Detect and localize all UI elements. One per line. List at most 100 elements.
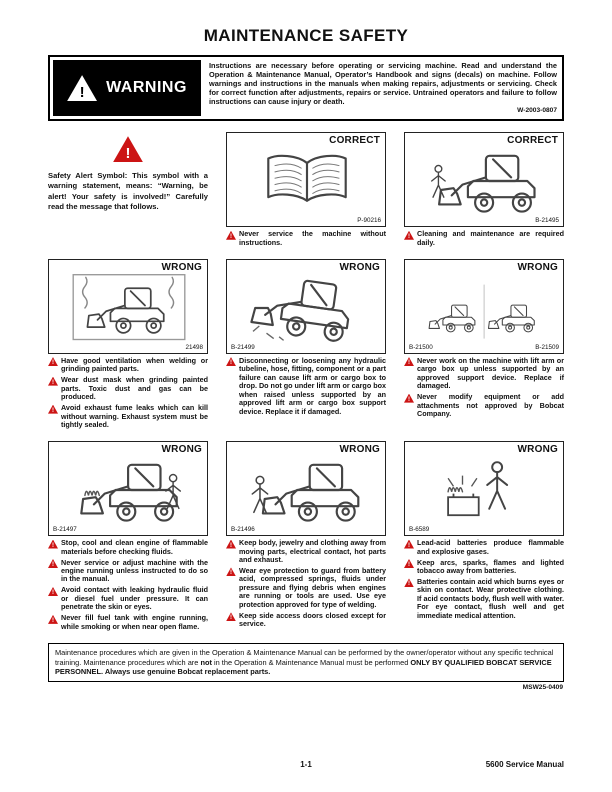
machine-welding-indoors-illustration: [72, 273, 186, 340]
caption-text: Keep arcs, sparks, flames and lighted to…: [417, 557, 564, 575]
panel-box: WRONG B-6589: [404, 441, 564, 537]
warning-triangle-icon: [226, 539, 236, 549]
caption-text: Lead-acid batteries produce flammable an…: [417, 538, 564, 556]
warning-triangle-icon: [404, 559, 414, 568]
panel-box: CORRECT B-21495: [404, 132, 564, 228]
row-1: Safety Alert Symbol: This symbol with a …: [48, 132, 564, 249]
panel-engine-flammable: WRONG B-21497 Stop, cool and clean engin…: [48, 441, 208, 634]
figure-code: P-90216: [356, 217, 382, 225]
warning-banner-text-block: Instructions are necessary before operat…: [207, 60, 559, 116]
safety-alert-text: Safety Alert Symbol: This symbol with a …: [48, 171, 208, 211]
panel-label: WRONG: [338, 261, 381, 273]
warning-triangle-icon: [404, 539, 414, 549]
caption-item: Wear eye protection to guard from batter…: [226, 565, 386, 609]
caption-item: Never modify equipment or add attachment…: [404, 392, 564, 419]
machine-with-cab-illustration: [430, 154, 536, 213]
panel-battery-safety: WRONG B-6589 Lead-acid batteries produce…: [404, 441, 564, 623]
caption-item: Keep arcs, sparks, flames and lighted to…: [404, 557, 564, 576]
panel-moving-parts: WRONG B-21496 Keep body, jewelry and clo…: [226, 441, 386, 631]
panel-label: CORRECT: [506, 135, 559, 147]
caption-text: Cleaning and maintenance are required da…: [417, 229, 564, 247]
panel-lift-arm-drop: WRONG B-21499 Disconnecting or loosening…: [226, 258, 386, 419]
warning-triangle-icon: [404, 393, 414, 403]
warning-triangle-icon: [48, 376, 58, 386]
maintenance-note-text: in the Operation & Maintenance Manual mu…: [211, 657, 411, 667]
panel-unsupported-lift-arm: WRONG B-21500 B-21509 Never work on the …: [404, 258, 564, 421]
maintenance-note-box: Maintenance procedures which are given i…: [48, 642, 564, 682]
caption-text: Keep side access doors closed except for…: [239, 610, 386, 629]
panel-ventilation-welding: WRONG 21498 Have good ventilation when w…: [48, 258, 208, 432]
panel-never-service-without-instructions: CORRECT P-90216 Never service the machin…: [226, 132, 386, 249]
open-book-illustration: [267, 154, 347, 203]
page-footer: 1-1 5600 Service Manual: [48, 760, 564, 774]
figure-code: B-21497: [52, 526, 78, 534]
figure-code: B-6589: [408, 526, 431, 534]
figure-code: B-21499: [230, 343, 256, 351]
person-near-machine-illustration: [251, 463, 360, 522]
warning-triangle-icon: [48, 586, 58, 596]
warning-banner: WARNING Instructions are necessary befor…: [48, 55, 564, 122]
maintenance-note-bold-not: not: [200, 657, 212, 667]
figure-code: B-21495: [534, 217, 560, 225]
warning-triangle-icon: [48, 404, 58, 414]
panel-label: WRONG: [516, 444, 559, 456]
panel-cleaning-maintenance-daily: CORRECT B-21495 Cleaning and maintenance…: [404, 132, 564, 249]
caption-item: Keep side access doors closed except for…: [226, 610, 386, 629]
panel-box: WRONG 21498: [48, 258, 208, 354]
caption-text: Never fill fuel tank with engine running…: [61, 613, 208, 631]
caption-text: Never modify equipment or add attachment…: [417, 392, 564, 419]
caption-text: Stop, cool and clean engine of flammable…: [61, 538, 208, 556]
caption-item: Disconnecting or loosening any hydraulic…: [226, 355, 386, 416]
machine-engine-fire-illustration: [80, 463, 182, 522]
figure-code: B-21496: [230, 526, 256, 534]
battery-explosion-illustration: [447, 461, 509, 517]
warning-triangle-icon: [226, 357, 236, 367]
caption-item: Cleaning and maintenance are required da…: [404, 229, 564, 247]
panel-label: CORRECT: [328, 135, 381, 147]
warning-triangle-icon: [404, 578, 414, 588]
caption-item: Avoid exhaust fume leaks which can kill …: [48, 403, 208, 429]
caption-text: Wear dust mask when grinding painted par…: [61, 375, 208, 402]
caption-item: Have good ventilation when welding or gr…: [48, 355, 208, 374]
warning-triangle-icon: [404, 230, 414, 240]
machine-lift-arm-dropping-illustration: [249, 272, 354, 344]
warning-triangle-icon: [48, 559, 58, 568]
panel-label: WRONG: [160, 444, 203, 456]
caption-text: Avoid contact with leaking hydraulic flu…: [61, 585, 208, 612]
panel-box: CORRECT P-90216: [226, 132, 386, 228]
caption-item: Wear dust mask when grinding painted par…: [48, 375, 208, 402]
row-3: WRONG B-21497 Stop, cool and clean engin…: [48, 441, 564, 634]
row-2: WRONG 21498 Have good ventilation when w…: [48, 258, 564, 432]
panel-label: WRONG: [338, 444, 381, 456]
caption-text: Keep body, jewelry and clothing away fro…: [239, 538, 386, 564]
figure-code: 21498: [184, 343, 204, 351]
caption-text: Never service the machine without instru…: [239, 229, 386, 247]
warning-banner-word: WARNING: [106, 79, 187, 97]
maintenance-note-code: MSW25-0409: [522, 683, 563, 691]
two-machines-illustration: [428, 284, 535, 339]
warning-triangle-icon: [226, 612, 236, 622]
caption-text: Never service or adjust machine with the…: [61, 557, 208, 584]
caption-item: Keep body, jewelry and clothing away fro…: [226, 538, 386, 564]
caption-item: Never service the machine without instru…: [226, 229, 386, 247]
warning-banner-label: WARNING: [53, 60, 201, 117]
caption-text: Disconnecting or loosening any hydraulic…: [239, 355, 386, 416]
warning-triangle-icon: [48, 357, 58, 367]
caption-item: Lead-acid batteries produce flammable an…: [404, 538, 564, 556]
caption-item: Never work on the machine with lift arm …: [404, 356, 564, 391]
panel-label: WRONG: [160, 261, 203, 273]
warning-banner-code: W-2003-0807: [517, 107, 557, 115]
caption-item: Never service or adjust machine with the…: [48, 557, 208, 584]
panel-label: WRONG: [516, 261, 559, 273]
caption-text: Have good ventilation when welding or gr…: [61, 355, 208, 374]
page-title: MAINTENANCE SAFETY: [203, 26, 409, 45]
caption-text: Wear eye protection to guard from batter…: [239, 565, 386, 609]
maintenance-note-text: Maintenance procedures which are given i…: [55, 647, 554, 667]
figure-code: B-21500: [408, 343, 434, 351]
panel-box: WRONG B-21496: [226, 441, 386, 537]
warning-triangle-icon: [48, 614, 58, 624]
warning-triangle-icon: [226, 567, 236, 577]
safety-alert-triangle-icon: [113, 136, 143, 163]
footer-page-number: 1-1: [300, 760, 312, 769]
caption-item: Never fill fuel tank with engine running…: [48, 614, 208, 631]
